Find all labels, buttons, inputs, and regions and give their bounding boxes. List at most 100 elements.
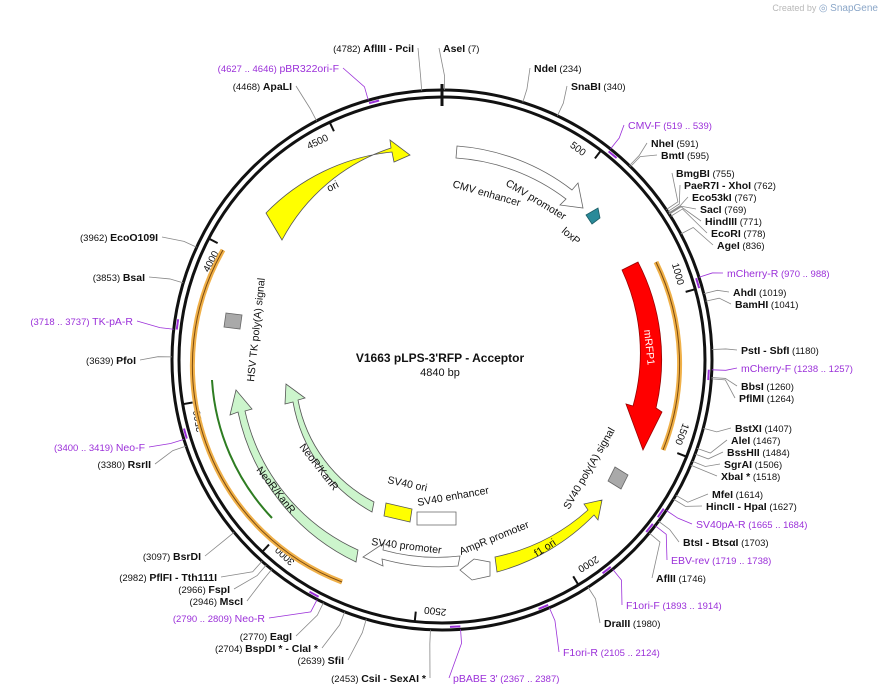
enzyme-site-label[interactable]: BamHI (1041) [735, 299, 798, 311]
site-leader-line [711, 378, 736, 399]
site-leader-line [587, 586, 601, 624]
site-position: (3380) [98, 460, 128, 471]
site-leader-line [220, 561, 263, 578]
features [223, 139, 663, 581]
primer-label[interactable]: (2790 .. 2809) Neo-R [173, 613, 266, 625]
enzyme-site-label[interactable]: AseI (7) [443, 43, 479, 55]
site-position: (519 .. 539) [661, 121, 712, 132]
enzyme-site-label[interactable]: BtsI - BtsαI (1703) [683, 537, 769, 549]
primer-label[interactable]: pBABE 3' (2367 .. 2387) [453, 673, 559, 685]
primer-label[interactable]: SV40pA-R (1665 .. 1684) [696, 519, 807, 531]
sv40-ori-label: SV40 ori [386, 474, 428, 494]
site-name: AhdI [733, 287, 756, 299]
site-position: (1665 .. 1684) [746, 520, 808, 531]
primer-label[interactable]: CMV-F (519 .. 539) [628, 120, 712, 132]
enzyme-site-label[interactable]: (3380) RsrII [98, 459, 152, 471]
credit-brand: SnapGene [830, 3, 878, 14]
site-name: NheI [651, 138, 674, 150]
enzyme-site-label[interactable]: (2639) SfiI [298, 655, 345, 667]
site-name: RsrII [128, 459, 151, 471]
enzyme-site-label[interactable]: PflMI (1264) [739, 393, 794, 405]
site-leader-line [448, 629, 462, 679]
primer-binding-mark [607, 150, 618, 159]
enzyme-site-label[interactable]: PstI - SbfI (1180) [741, 345, 819, 357]
site-leader-line [342, 67, 369, 101]
enzyme-site-label[interactable]: AleI (1467) [731, 435, 780, 447]
enzyme-site-label[interactable]: NheI (591) [651, 138, 699, 150]
enzyme-site-label[interactable]: BmgBI (755) [676, 168, 735, 180]
enzyme-site-label[interactable]: Eco53kI (767) [692, 192, 757, 204]
enzyme-site-label[interactable]: SnaBI (340) [571, 81, 626, 93]
site-position: (4782) [333, 44, 363, 55]
site-position: (3097) [143, 552, 173, 563]
enzyme-site-label[interactable]: (4468) ApaLI [233, 81, 292, 93]
enzyme-site-label[interactable]: (2453) CsiI - SexAI * [331, 673, 427, 685]
enzyme-site-label[interactable]: (2770) EagI [240, 631, 292, 643]
mrfp1-arrow [621, 261, 663, 452]
enzyme-site-label[interactable]: (3962) EcoO109I [80, 232, 158, 244]
enzyme-site-label[interactable]: (2946) MscI [190, 596, 244, 608]
primer-binding-mark [538, 604, 549, 610]
enzyme-site-label[interactable]: MfeI (1614) [712, 489, 763, 501]
primer-binding-mark [368, 99, 380, 105]
enzyme-site-label[interactable]: EcoRI (778) [711, 228, 766, 240]
site-position: (1518) [750, 472, 780, 483]
site-name: PflFI - Tth111I [149, 572, 217, 584]
site-leader-line [610, 124, 625, 150]
primer-label[interactable]: F1ori-F (1893 .. 1914) [626, 600, 722, 612]
primer-binding-mark [707, 369, 710, 381]
site-name: Neo-F [116, 442, 145, 454]
site-name: PaeR7I - XhoI [684, 180, 751, 192]
enzyme-site-label[interactable]: BstXI (1407) [735, 423, 792, 435]
site-name: BmtI [661, 150, 684, 162]
primer-label[interactable]: (3718 .. 3737) TK-pA-R [30, 316, 133, 328]
site-leader-line [522, 67, 531, 103]
enzyme-site-label[interactable]: BbsI (1260) [741, 381, 794, 393]
enzyme-site-label[interactable]: (4782) AflIII - PciI [333, 43, 414, 55]
primer-binding-mark [309, 590, 320, 598]
primer-label[interactable]: mCherry-R (970 .. 988) [727, 268, 830, 280]
site-name: BamHI [735, 299, 768, 311]
enzyme-site-label[interactable]: AgeI (836) [717, 240, 765, 252]
site-position: (2367 .. 2387) [498, 674, 560, 685]
site-leader-line [668, 205, 697, 215]
primer-label[interactable]: EBV-rev (1719 .. 1738) [671, 555, 771, 567]
site-position: (1506) [752, 460, 782, 471]
enzyme-site-label[interactable]: (3097) BsrDI [143, 551, 201, 563]
enzyme-site-label[interactable]: HindIII (771) [705, 216, 762, 228]
enzyme-site-label[interactable]: SacI (769) [700, 204, 746, 216]
site-name: DraIII [604, 618, 630, 630]
site-leader-line [692, 460, 721, 467]
enzyme-site-label[interactable]: BssHII (1484) [727, 447, 790, 459]
enzyme-site-label[interactable]: (2704) BspDI * - ClaI * [215, 643, 319, 655]
enzyme-site-label[interactable]: (3639) PfoI [86, 355, 136, 367]
site-leader-line [711, 348, 738, 351]
enzyme-site-label[interactable]: AhdI (1019) [733, 287, 786, 299]
enzyme-site-label[interactable]: DraIII (1980) [604, 618, 660, 630]
primer-label[interactable]: mCherry-F (1238 .. 1257) [741, 363, 853, 375]
site-position: (2770) [240, 632, 270, 643]
site-leader-line [204, 531, 235, 557]
primer-label[interactable]: (3400 .. 3419) Neo-F [54, 442, 145, 454]
enzyme-site-label[interactable]: AflII (1746) [656, 573, 706, 585]
site-name: EagI [270, 631, 292, 643]
site-name: AseI [443, 43, 465, 55]
ruler-tick-label: 1000 [669, 262, 686, 287]
site-position: (3962) [80, 233, 110, 244]
site-leader-line [148, 439, 185, 448]
primer-label[interactable]: F1ori-R (2105 .. 2124) [563, 647, 660, 659]
enzyme-site-label[interactable]: (2982) PflFI - Tth111I [119, 572, 217, 584]
enzyme-site-label[interactable]: HincII - HpaI (1627) [706, 501, 797, 513]
primer-label[interactable]: (4627 .. 4646) pBR322ori-F [218, 63, 339, 75]
snapgene-credit: Created by ◎ SnapGene [772, 3, 878, 14]
site-leader-line [648, 532, 661, 579]
enzyme-site-label[interactable]: BmtI (595) [661, 150, 709, 162]
enzyme-site-label[interactable]: PaeR7I - XhoI (762) [684, 180, 776, 192]
enzyme-site-label[interactable]: (2966) FspI [178, 584, 230, 596]
enzyme-site-label[interactable]: (3853) BsaI [93, 272, 145, 284]
site-name: SfiI [328, 655, 344, 667]
enzyme-site-label[interactable]: NdeI (234) [534, 63, 582, 75]
ruler-tick [208, 237, 219, 244]
enzyme-site-label[interactable]: XbaI * (1518) [721, 471, 780, 483]
enzyme-site-label[interactable]: SgrAI (1506) [724, 459, 782, 471]
